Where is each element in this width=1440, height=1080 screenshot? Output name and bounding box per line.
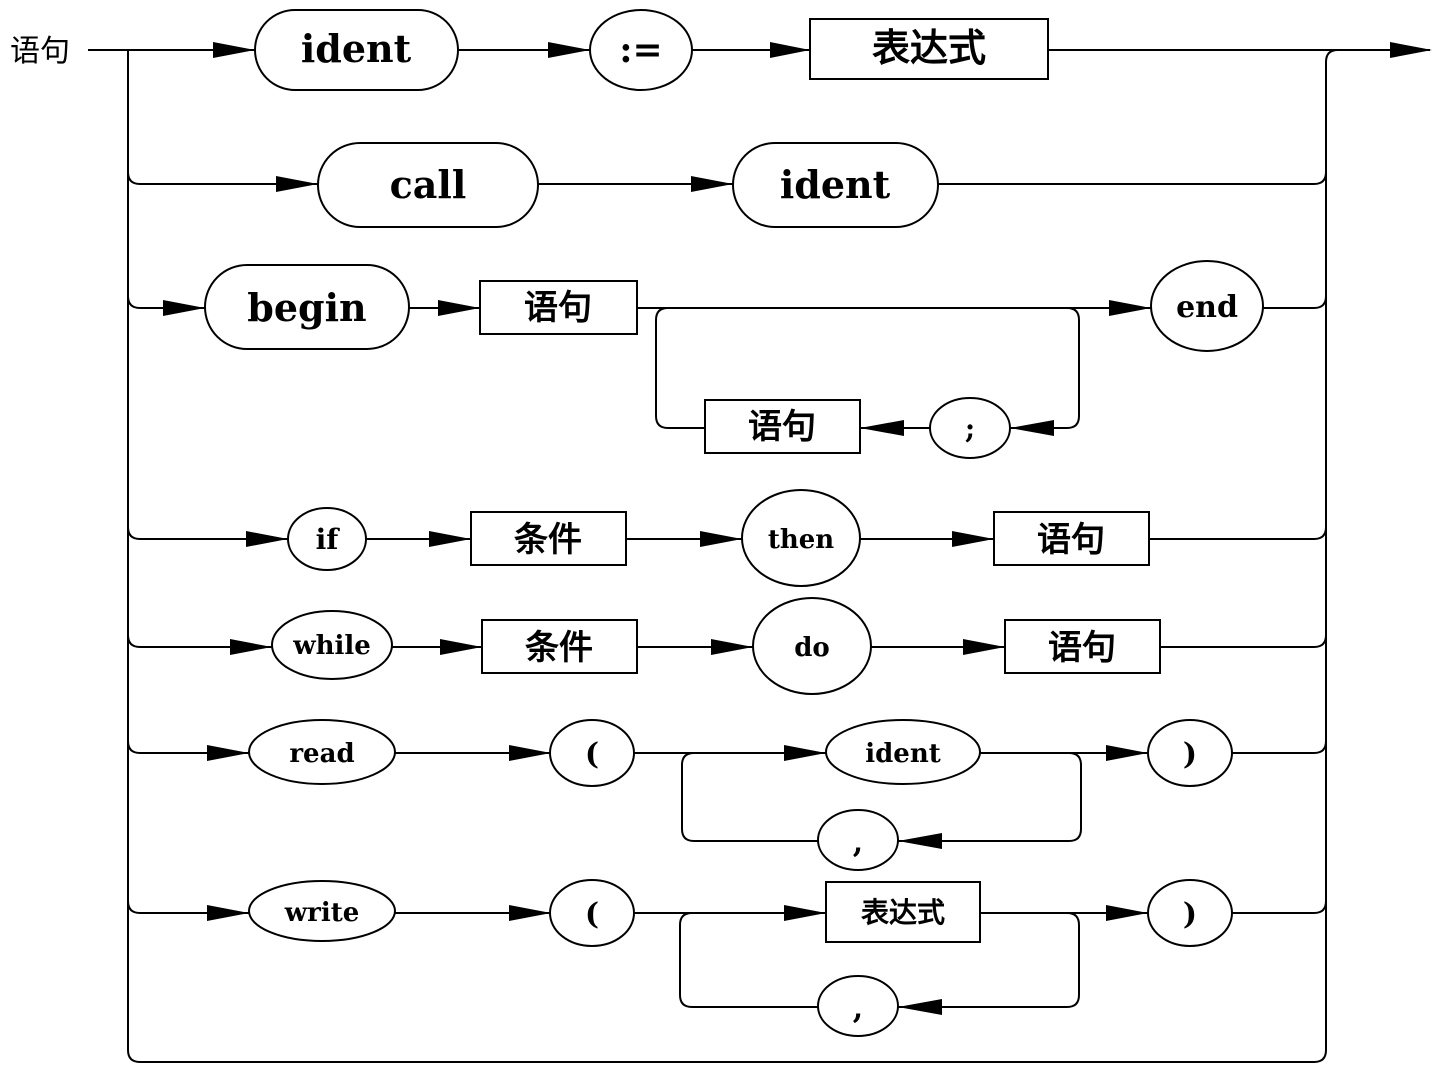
then-label: then <box>768 525 834 555</box>
arrow-right-icon <box>429 531 471 547</box>
read-ident-label: ident <box>865 739 941 769</box>
begin-label: begin <box>247 285 366 330</box>
loop-stmt-nonterminal <box>704 399 861 454</box>
arrowheads <box>163 42 1432 1015</box>
arrow-right-icon <box>230 639 272 655</box>
arrow-right-icon <box>784 745 826 761</box>
arrow-right-icon <box>440 639 482 655</box>
arrow-right-icon <box>207 745 249 761</box>
arrow-right-icon <box>1106 745 1148 761</box>
arrow-left-icon <box>898 999 942 1015</box>
begin-stmt-label: 语句 <box>524 288 592 328</box>
call-ident-terminal <box>732 142 939 228</box>
call-label: call <box>390 162 467 207</box>
if-terminal <box>287 507 367 571</box>
arrow-left-icon <box>898 833 942 849</box>
expr-nonterminal <box>809 18 1049 80</box>
read-terminal <box>248 719 396 785</box>
arrow-right-icon <box>1109 300 1151 316</box>
call-terminal <box>317 142 539 228</box>
start-label: 语句 <box>10 34 70 69</box>
read-ident-terminal <box>825 719 981 785</box>
while-cond-nonterminal <box>481 619 638 674</box>
arrow-right-icon <box>163 300 205 316</box>
read-rparen-label: ) <box>1183 737 1197 772</box>
assign-op-label: := <box>619 29 662 71</box>
while-cond-label: 条件 <box>525 628 593 668</box>
write-expr-nonterminal <box>825 881 981 943</box>
write-label: write <box>284 898 360 928</box>
read-comma-terminal <box>817 809 899 871</box>
if-cond-nonterminal <box>470 511 627 566</box>
begin-row: begin 语句 end 语句 ; <box>204 260 1264 459</box>
arrow-right-icon <box>438 300 480 316</box>
arrow-right-icon <box>711 639 753 655</box>
assign-row: ident := 表达式 <box>254 9 1049 91</box>
if-label: if <box>316 523 341 556</box>
while-stmt-nonterminal <box>1004 619 1161 674</box>
begin-terminal <box>204 264 410 350</box>
while-row: while 条件 do 语句 <box>271 597 1161 695</box>
do-label: do <box>794 633 830 663</box>
read-label: read <box>289 739 354 769</box>
write-terminal <box>248 880 396 942</box>
arrow-right-icon <box>691 176 733 192</box>
arrow-right-icon <box>770 42 810 58</box>
ident-terminal <box>254 9 459 91</box>
if-row: if 条件 then 语句 <box>287 489 1150 587</box>
write-row: write ( 表达式 , ) <box>248 879 1233 1037</box>
write-comma-terminal <box>817 975 899 1037</box>
arrow-right-icon <box>963 639 1005 655</box>
semicolon-terminal <box>929 397 1011 459</box>
write-comma-label: , <box>853 991 863 1026</box>
if-stmt-nonterminal <box>993 511 1150 566</box>
read-row: read ( ident , ) <box>248 719 1233 871</box>
write-lparen-terminal <box>549 879 635 947</box>
arrow-right-icon <box>207 905 249 921</box>
read-rparen-terminal <box>1147 719 1233 787</box>
while-stmt-label: 语句 <box>1048 628 1116 668</box>
arrow-right-icon <box>509 905 551 921</box>
write-lparen-label: ( <box>585 897 599 932</box>
arrow-right-icon <box>784 905 826 921</box>
arrow-right-icon <box>1106 905 1148 921</box>
if-cond-label: 条件 <box>514 520 582 560</box>
read-lparen-label: ( <box>585 737 599 772</box>
if-stmt-label: 语句 <box>1037 520 1105 560</box>
assign-op-terminal <box>589 9 693 91</box>
ident-label: ident <box>301 26 412 71</box>
write-rparen-terminal <box>1147 879 1233 947</box>
while-label: while <box>292 631 371 661</box>
arrow-right-icon <box>1390 42 1432 58</box>
arrow-right-icon <box>213 42 255 58</box>
arrow-left-icon <box>1010 420 1054 436</box>
arrow-right-icon <box>246 531 288 547</box>
end-label: end <box>1176 290 1238 325</box>
arrow-left-icon <box>860 420 904 436</box>
arrow-right-icon <box>548 42 590 58</box>
connector-lines <box>88 49 1430 1063</box>
begin-stmt-nonterminal <box>479 280 638 335</box>
call-row: call ident <box>317 142 939 228</box>
do-terminal <box>752 597 872 695</box>
semicolon-label: ; <box>965 412 975 445</box>
expr-label: 表达式 <box>872 26 986 70</box>
write-expr-label: 表达式 <box>861 896 945 929</box>
while-terminal <box>271 610 393 680</box>
loop-stmt-label: 语句 <box>748 407 816 447</box>
read-lparen-terminal <box>549 719 635 787</box>
write-rparen-label: ) <box>1183 897 1197 932</box>
arrow-right-icon <box>276 176 318 192</box>
call-ident-label: ident <box>780 162 891 207</box>
then-terminal <box>741 489 861 587</box>
arrow-right-icon <box>700 531 742 547</box>
arrow-right-icon <box>509 745 551 761</box>
end-terminal <box>1150 260 1264 352</box>
arrow-right-icon <box>952 531 994 547</box>
read-comma-label: , <box>853 825 863 860</box>
